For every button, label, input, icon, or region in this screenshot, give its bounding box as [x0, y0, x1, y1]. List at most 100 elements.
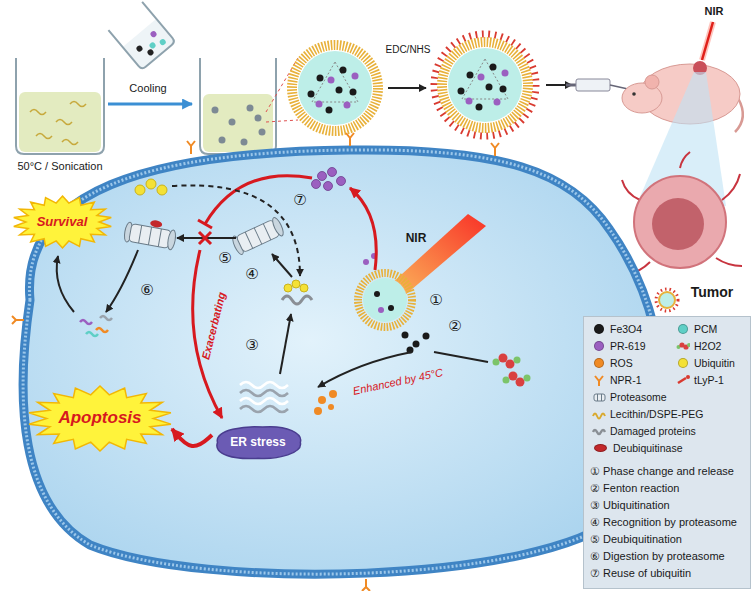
legend-icon — [594, 394, 605, 401]
solution — [123, 19, 174, 68]
light-label: NIR — [705, 5, 724, 18]
legend-text: NPR-1 — [610, 374, 642, 387]
legend-icon — [676, 340, 690, 352]
lipid-shell — [292, 45, 378, 131]
step-legend-entry: ④ Recognition by proteasome — [590, 516, 737, 529]
inhibition-bar — [198, 220, 212, 228]
callout-number: ④ — [245, 265, 258, 283]
drug-dots — [328, 77, 335, 84]
ubiquitin-chain — [292, 280, 300, 288]
iron-oxide-dots — [402, 332, 409, 339]
hydrogen-peroxide — [506, 360, 515, 369]
legend-entry: tLyP-1 — [676, 374, 724, 387]
peptide-fragments — [80, 316, 112, 336]
legend-text: Fe3O4 — [610, 323, 642, 336]
receptors — [362, 579, 370, 591]
step-legend-entry: ① Phase change and release — [590, 465, 734, 478]
process-arrow — [388, 87, 426, 89]
entering-nanoparticle — [659, 292, 675, 308]
process-arrow — [108, 103, 192, 106]
legend-icon — [687, 343, 690, 347]
step-legend-entry: ⑥ Digestion by proteasome — [590, 550, 725, 563]
cell — [12, 133, 678, 591]
mouse-injection — [566, 22, 743, 132]
syringe — [576, 79, 610, 91]
pcm-core — [448, 48, 522, 122]
ros-dots — [329, 390, 337, 398]
hydrogen-peroxide — [503, 377, 510, 384]
proteasome — [245, 224, 271, 249]
legend-entry: Lecithin/DSPE-PEG — [592, 408, 703, 421]
legend-text: tLyP-1 — [694, 374, 724, 387]
step-legend-entry: ⑤ Deubiquitination — [590, 533, 682, 546]
nanoparticle — [388, 305, 394, 311]
legend-entry: PR-619 — [592, 340, 646, 353]
legend-swatch — [594, 341, 604, 351]
ros-dots — [314, 407, 322, 415]
ubiquitin-chain — [284, 280, 308, 292]
process-arrow — [57, 256, 74, 312]
legend-icon — [598, 394, 602, 401]
drug-cluster — [318, 172, 327, 181]
lipid-shell — [442, 42, 528, 128]
drug-cluster — [312, 168, 346, 191]
step-label: Cooling — [129, 82, 166, 95]
process-arrow — [280, 314, 291, 374]
peptide-ligands — [434, 34, 536, 136]
iron-oxide-dots — [423, 333, 430, 340]
proteasome — [123, 215, 178, 250]
particle-dot — [159, 38, 167, 46]
legend-entry: Deubiquitinase — [592, 442, 682, 455]
hydrogen-peroxide — [514, 357, 521, 364]
legend-panel: Fe3O4PCMPR-619H2O2ROSUbiquitinNPR-1tLyP-… — [583, 316, 751, 589]
er-stress-blob-outline — [217, 426, 301, 458]
legend-entry: Damaged proteins — [592, 425, 696, 438]
drug-dots — [344, 102, 351, 109]
misfolded-protein-bundle — [240, 406, 288, 412]
legend-text: Proteasome — [610, 391, 667, 404]
iron-oxide-dots — [326, 107, 333, 114]
proteasome — [139, 225, 162, 246]
ros-dots — [318, 396, 326, 404]
pcm-core — [298, 51, 372, 125]
drug-dots — [316, 101, 323, 108]
legend-icon — [593, 414, 605, 419]
laser-glow — [702, 22, 713, 60]
legend-icon — [678, 378, 686, 383]
legend-entry: Proteasome — [592, 391, 667, 404]
callout-number: ⑤ — [218, 249, 231, 267]
peptide-fragments — [96, 328, 108, 332]
ubiquitin-chain — [284, 284, 292, 292]
block-cross — [199, 232, 211, 244]
legend-swatch — [594, 358, 604, 368]
hydrogen-peroxide — [499, 354, 508, 363]
legend-swatch — [594, 324, 604, 334]
legend-icon — [592, 391, 606, 403]
apoptosis-burst: Apoptosis — [28, 386, 172, 451]
nanoparticle-dots — [212, 105, 266, 146]
particle-dot — [135, 44, 143, 52]
tumor-core — [652, 198, 704, 250]
step-legend-entry: ② Fenton reaction — [590, 482, 680, 495]
iron-oxide-dots — [402, 332, 430, 354]
step-legend-entry: ③ Ubiquitination — [590, 499, 670, 512]
targeted-nanoparticle — [434, 34, 536, 136]
solution — [203, 94, 273, 152]
ubiquitin-chain — [300, 284, 308, 292]
process-arrow — [272, 254, 292, 277]
membrane-texture — [23, 150, 661, 574]
nanoparticle-dots — [241, 139, 248, 146]
legend-entry: Ubiquitin — [676, 357, 735, 370]
tumor-mass — [634, 176, 726, 268]
misfolded-protein-bundle — [240, 382, 288, 412]
step-legend-entry: ⑦ Reuse of ubiquitin — [590, 567, 691, 580]
survival-burst-outline — [13, 196, 110, 248]
tumor-label: Tumor — [691, 284, 734, 301]
legend-icon — [593, 430, 605, 434]
callout-number: ⑥ — [140, 281, 153, 299]
hydrogen-peroxide — [509, 372, 518, 381]
legend-text: PR-619 — [610, 340, 646, 353]
nanoparticle-dots — [219, 137, 226, 144]
legend-entry: PCM — [676, 323, 717, 336]
